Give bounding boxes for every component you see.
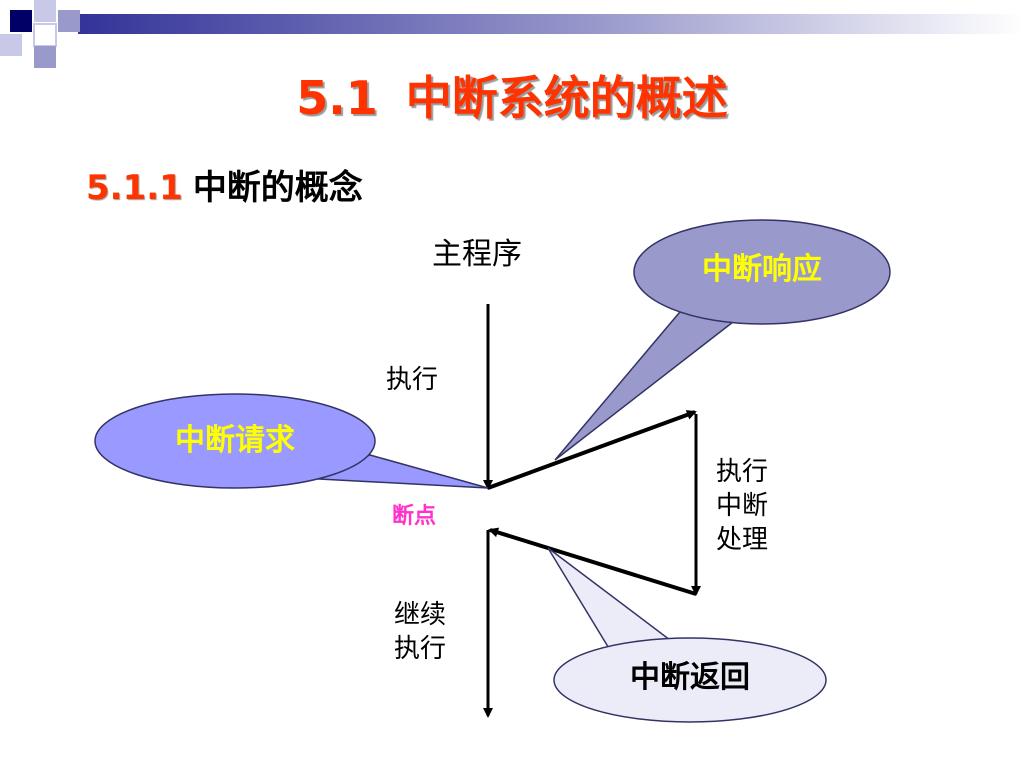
response-bubble-label: 中断响应 — [702, 252, 822, 287]
deco-square — [10, 10, 32, 32]
section-heading-text: 中断的概念 — [192, 168, 363, 208]
main-program-label: 主程序 — [432, 237, 522, 272]
request-bubble-label: 中断请求 — [175, 423, 295, 458]
deco-square — [0, 34, 22, 56]
return-arrow — [488, 527, 697, 596]
return-bubble-tail — [547, 547, 672, 651]
continue-label-line: 继续 — [394, 600, 447, 630]
section-heading-number: 5.1.1 — [86, 168, 183, 208]
deco-square — [34, 46, 56, 68]
continue-label-line: 执行 — [394, 634, 447, 664]
slide-title-text: 中断系统的概述 — [405, 71, 728, 125]
handler-label-line: 执行 — [716, 457, 769, 487]
request-bubble — [94, 393, 376, 489]
return-bubble-label: 中断返回 — [630, 660, 750, 695]
header-gradient-bar — [78, 14, 1024, 34]
handler-label-line: 中断 — [716, 491, 769, 521]
slide-title: 5.1 中断系统的概述 — [0, 62, 1024, 128]
handler-label: 执行 中断 处理 — [716, 455, 768, 557]
deco-square — [34, 0, 56, 22]
response-bubble-tail — [554, 299, 744, 461]
handler-label-line: 处理 — [716, 525, 769, 555]
continue-label: 继续 执行 — [394, 598, 446, 666]
slide-title-number: 5.1 — [296, 71, 378, 125]
response-arrow — [487, 410, 697, 490]
response-bubble — [633, 219, 891, 325]
header-decoration — [0, 0, 1024, 68]
execute-label: 执行 — [386, 365, 439, 395]
breakpoint-label: 断点 — [392, 504, 437, 529]
return-bubble — [553, 637, 827, 723]
deco-square — [58, 10, 80, 32]
